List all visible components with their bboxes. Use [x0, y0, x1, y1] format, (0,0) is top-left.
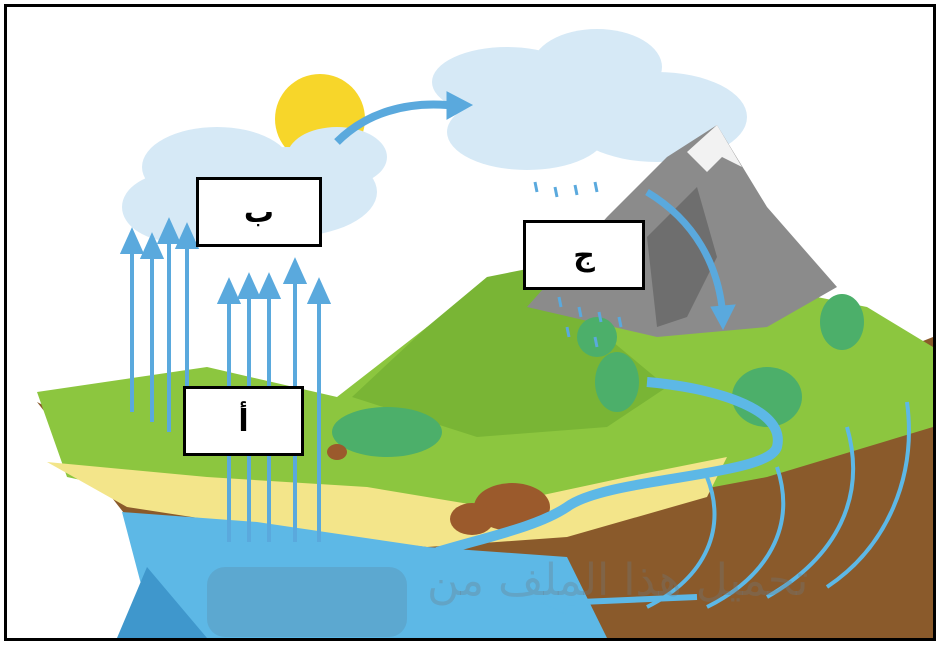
watermark-bar: [207, 567, 407, 637]
water-cycle-illustration: [7, 7, 933, 638]
diagram-frame: تحميل هذا الملف من ب ج أ: [4, 4, 936, 641]
label-box-j[interactable]: ج: [523, 220, 645, 290]
label-box-a[interactable]: أ: [183, 386, 304, 456]
watermark-text: تحميل هذا الملف من: [427, 555, 808, 606]
label-box-b[interactable]: ب: [196, 177, 322, 247]
